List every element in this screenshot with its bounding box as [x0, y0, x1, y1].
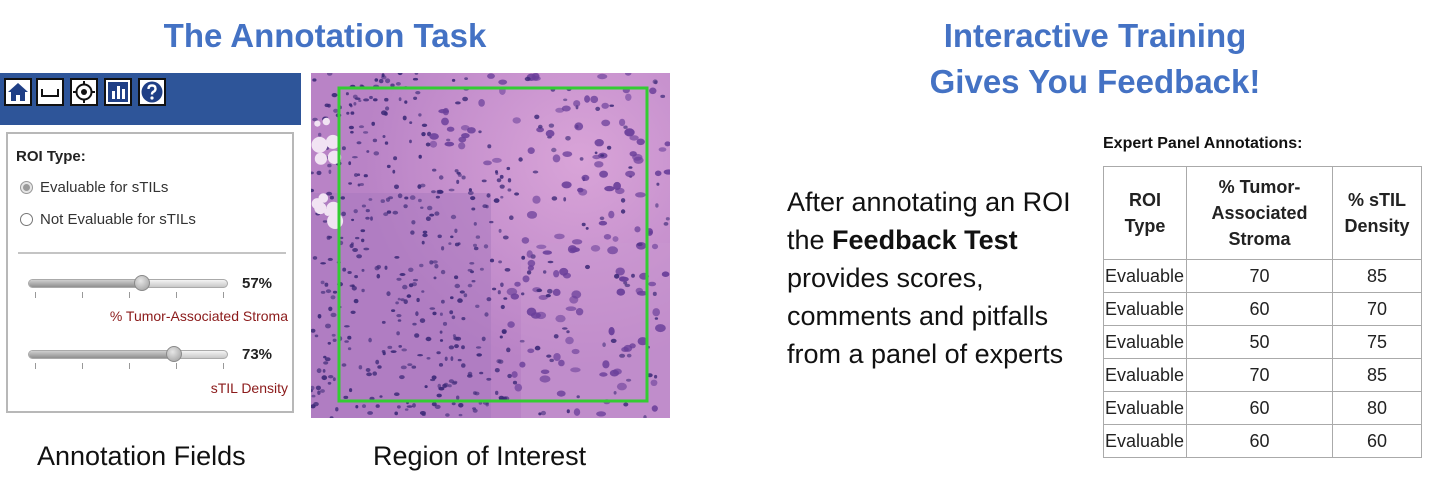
- feedback-description: After annotating an ROI the Feedback Tes…: [787, 183, 1087, 373]
- heading-line-2: Gives You Feedback!: [929, 63, 1261, 100]
- header-stil-density: % sTIL Density: [1332, 166, 1422, 260]
- table-cell: 70: [1186, 259, 1333, 293]
- table-cell: 60: [1186, 391, 1333, 425]
- description-part-2: provides scores, comments and pitfalls f…: [787, 263, 1064, 369]
- annotation-task-heading: The Annotation Task: [163, 17, 487, 54]
- expert-panel-title: Expert Panel Annotations:: [1103, 135, 1303, 152]
- table-cell: 80: [1332, 391, 1422, 425]
- table-header-row: ROI Type % Tumor- Associated Stroma % sT…: [1103, 166, 1422, 260]
- slider-tick: [176, 292, 177, 298]
- minimize-icon: [41, 89, 59, 97]
- annotation-fields-caption: Annotation Fields: [37, 441, 246, 471]
- roi-box[interactable]: [337, 86, 649, 403]
- header-tumor-stroma: % Tumor- Associated Stroma: [1186, 166, 1333, 260]
- slider-tick: [223, 363, 224, 369]
- expert-annotations-table: ROI Type % Tumor- Associated Stroma % sT…: [1103, 166, 1422, 458]
- stil-density-value: 73%: [242, 346, 273, 363]
- slider-tick: [129, 292, 130, 298]
- slider-tick: [129, 363, 130, 369]
- chart-button[interactable]: [104, 78, 132, 106]
- stroma-slider-label: % Tumor-Associated Stroma: [109, 308, 288, 324]
- stil-density-slider[interactable]: [28, 346, 228, 362]
- radio-not-evaluable[interactable]: Not Evaluable for sTILs: [20, 211, 196, 228]
- table-cell: 60: [1332, 424, 1422, 458]
- stroma-slider-thumb[interactable]: [133, 275, 150, 291]
- header-line: Associated: [1211, 203, 1308, 223]
- target-icon: [73, 81, 95, 103]
- home-button[interactable]: [4, 78, 32, 106]
- heading-line-1: Interactive Training: [943, 17, 1247, 54]
- stroma-slider-fill: [29, 280, 142, 287]
- minimize-button[interactable]: [36, 78, 64, 106]
- region-of-interest-image: [311, 73, 670, 418]
- table-cell: 75: [1332, 325, 1422, 359]
- stil-density-slider-thumb[interactable]: [165, 346, 182, 362]
- stil-density-slider-fill: [29, 351, 174, 358]
- table-cell: Evaluable: [1103, 292, 1187, 326]
- table-cell: Evaluable: [1103, 358, 1187, 392]
- table-cell: Evaluable: [1103, 259, 1187, 293]
- chart-icon: [108, 82, 128, 102]
- histology-tissue-image: [311, 73, 670, 418]
- roi-type-label: ROI Type:: [16, 148, 86, 165]
- radio-label-not-evaluable: Not Evaluable for sTILs: [40, 211, 196, 228]
- region-of-interest-caption: Region of Interest: [373, 441, 587, 471]
- header-line: % Tumor-: [1218, 177, 1301, 197]
- target-button[interactable]: [70, 78, 98, 106]
- feedback-test-bold: Feedback Test: [832, 225, 1018, 255]
- home-icon: [8, 83, 28, 101]
- header-line: Stroma: [1228, 229, 1291, 249]
- table-cell: 70: [1186, 358, 1333, 392]
- table-cell: 60: [1186, 424, 1333, 458]
- header-line: Type: [1124, 216, 1166, 236]
- header-line: ROI: [1128, 190, 1161, 210]
- stroma-slider[interactable]: [28, 275, 228, 291]
- slider-tick: [35, 292, 36, 298]
- table-cell: 60: [1186, 292, 1333, 326]
- description-part-1: After annotating an ROI the: [787, 187, 1071, 255]
- slider-tick: [35, 363, 36, 369]
- annotation-fields-panel: ROI Type: Evaluable for sTILs Not Evalua…: [6, 132, 294, 413]
- header-roi-type: ROI Type: [1103, 166, 1187, 260]
- radio-button-checked[interactable]: [20, 181, 33, 194]
- panel-divider: [18, 252, 286, 254]
- stroma-value: 57%: [242, 275, 273, 292]
- stil-density-slider-label: sTIL Density: [210, 380, 288, 396]
- radio-button-unchecked[interactable]: [20, 213, 33, 226]
- slider-tick: [82, 292, 83, 298]
- help-button[interactable]: [138, 78, 166, 106]
- radio-label-evaluable: Evaluable for sTILs: [40, 179, 169, 196]
- table-cell: 85: [1332, 358, 1422, 392]
- table-cell: 50: [1186, 325, 1333, 359]
- table-cell: Evaluable: [1103, 325, 1187, 359]
- table-cell: 85: [1332, 259, 1422, 293]
- slider-tick: [176, 363, 177, 369]
- header-line: Density: [1344, 216, 1410, 236]
- slider-tick: [223, 292, 224, 298]
- viewer-toolbar: [0, 73, 301, 125]
- table-cell: Evaluable: [1103, 424, 1187, 458]
- radio-evaluable[interactable]: Evaluable for sTILs: [20, 179, 168, 196]
- interactive-training-heading: Interactive Training Gives You Feedback!: [890, 13, 1300, 105]
- help-icon: [141, 81, 163, 103]
- table-cell: Evaluable: [1103, 391, 1187, 425]
- header-line: % sTIL: [1347, 190, 1406, 210]
- table-cell: 70: [1332, 292, 1422, 326]
- slider-tick: [82, 363, 83, 369]
